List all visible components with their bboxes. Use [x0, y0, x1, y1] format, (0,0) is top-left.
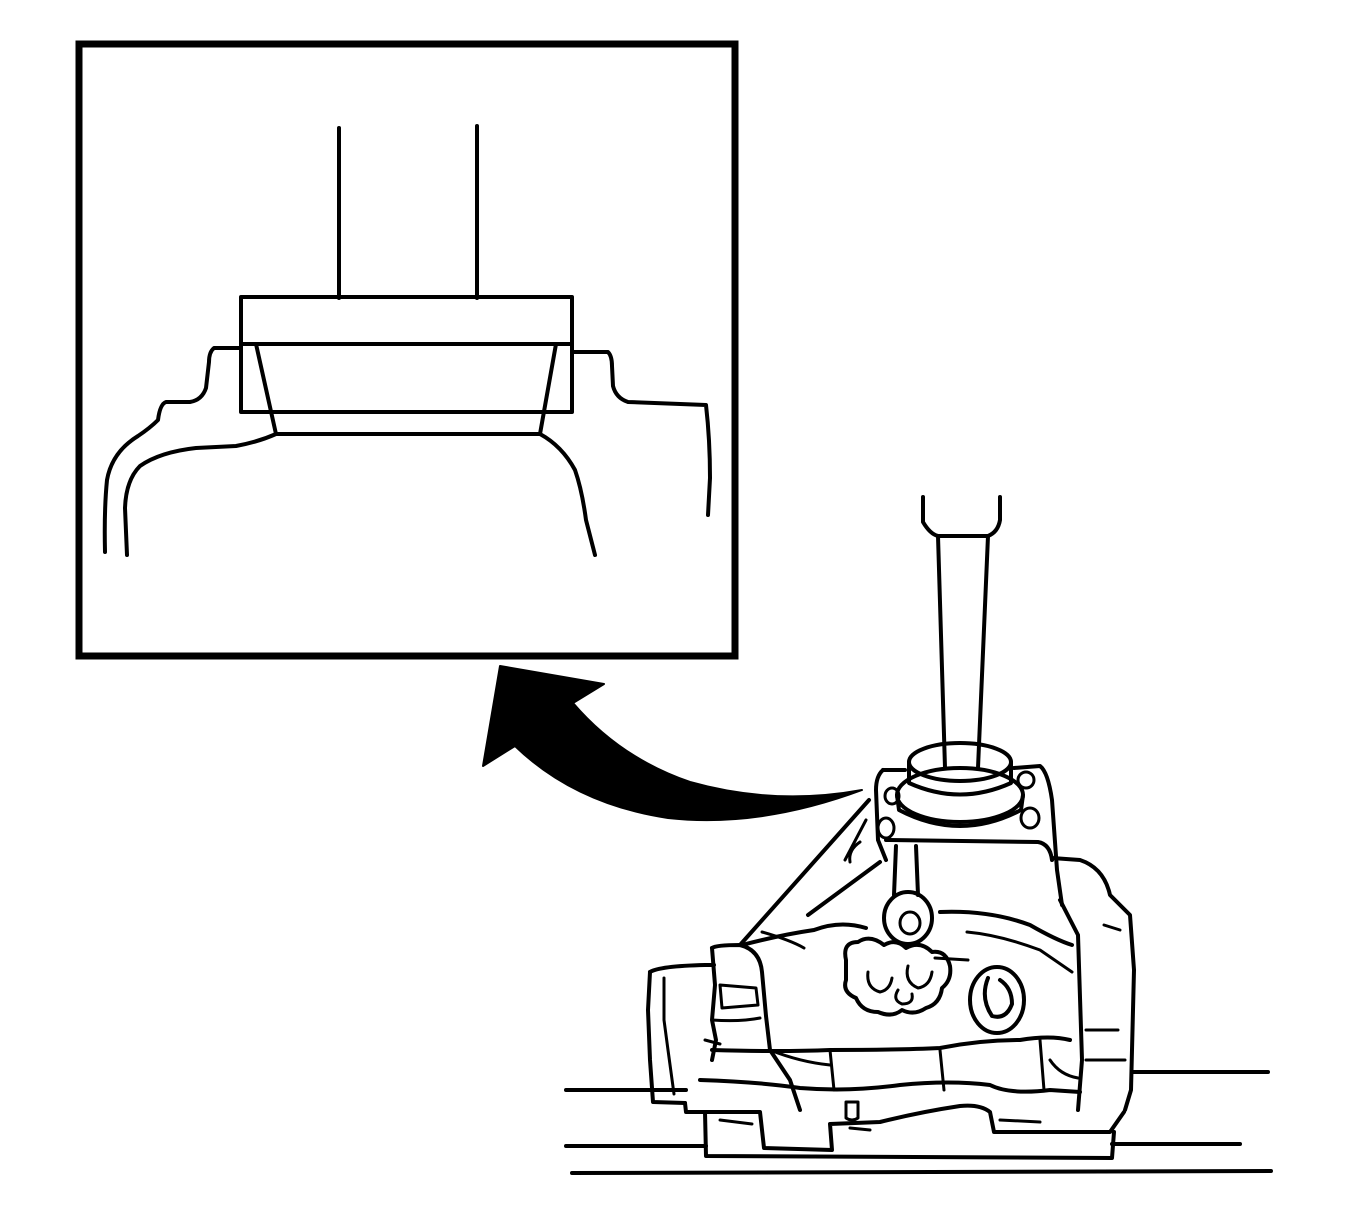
output-bore-2	[905, 964, 934, 990]
case-left-rib	[738, 798, 871, 947]
top-bolt-right-2	[1016, 770, 1036, 790]
output-bore-1	[866, 970, 894, 994]
case-lower-seam-2	[698, 1078, 1082, 1094]
case-bottom-rib	[718, 1118, 1042, 1132]
tool-head	[239, 295, 574, 414]
case-vertical-ribs	[828, 1038, 1046, 1092]
detail-inset	[75, 40, 739, 660]
end-cover-left-edge	[646, 970, 687, 1105]
case-skirt-lower	[703, 1110, 1116, 1160]
end-cover-seam	[703, 1016, 762, 1046]
installer-handle-right	[976, 534, 990, 770]
case-lower-seam-3	[768, 1048, 1080, 1080]
case-seam-5	[760, 930, 806, 950]
output-bore-3	[894, 988, 914, 1006]
installer-handle-top	[921, 495, 1002, 538]
case-right-edge	[1058, 898, 1084, 1112]
end-cover-outline	[710, 943, 802, 1112]
shift-rod-right	[914, 844, 920, 897]
case-seam-2	[938, 909, 1074, 947]
top-bolt-right	[1019, 806, 1041, 830]
shift-lever-pin	[898, 910, 922, 936]
axle-bore-inner	[982, 976, 1014, 1019]
driver-cup-body	[907, 760, 1013, 797]
housing-left-contour	[102, 346, 243, 554]
installer-handle-left	[936, 534, 947, 770]
callout-arrow	[482, 665, 863, 822]
case-front-face	[884, 838, 1054, 862]
end-cover-rim	[662, 976, 676, 1096]
drain-plug	[844, 1100, 860, 1122]
bench-line-3	[570, 1169, 1273, 1175]
case-main-outline	[1050, 856, 1136, 1112]
case-seam-4	[933, 956, 970, 962]
housing-right-contour	[570, 350, 712, 517]
top-bolt-left-2	[883, 786, 901, 806]
case-right-inner	[1084, 923, 1127, 1062]
shift-lever-ring	[882, 890, 934, 946]
end-cover-lower	[648, 963, 716, 974]
top-bolt-left	[876, 816, 896, 840]
case-left-rib-3	[843, 818, 868, 864]
case-skirt	[683, 1101, 1126, 1152]
case-left-rib-2	[806, 860, 882, 917]
housing-right-inner	[538, 432, 597, 557]
output-boss-left	[843, 936, 953, 1017]
case-seam-1	[740, 922, 868, 947]
inset-frame	[75, 40, 739, 660]
shift-rod-left	[892, 844, 898, 897]
case-left-upper	[874, 768, 888, 862]
seal-body	[254, 342, 558, 436]
axle-bore-outer	[968, 965, 1026, 1035]
housing-left-inner	[123, 432, 278, 557]
driver-cup-top	[907, 741, 1013, 783]
case-lower-seam	[710, 1035, 1072, 1053]
seal-bore-lip	[895, 793, 1025, 828]
transaxle-assembly	[564, 495, 1273, 1175]
case-top-flange	[881, 764, 1064, 907]
end-cover-detail	[718, 983, 760, 1010]
case-seam-3	[965, 930, 1074, 974]
